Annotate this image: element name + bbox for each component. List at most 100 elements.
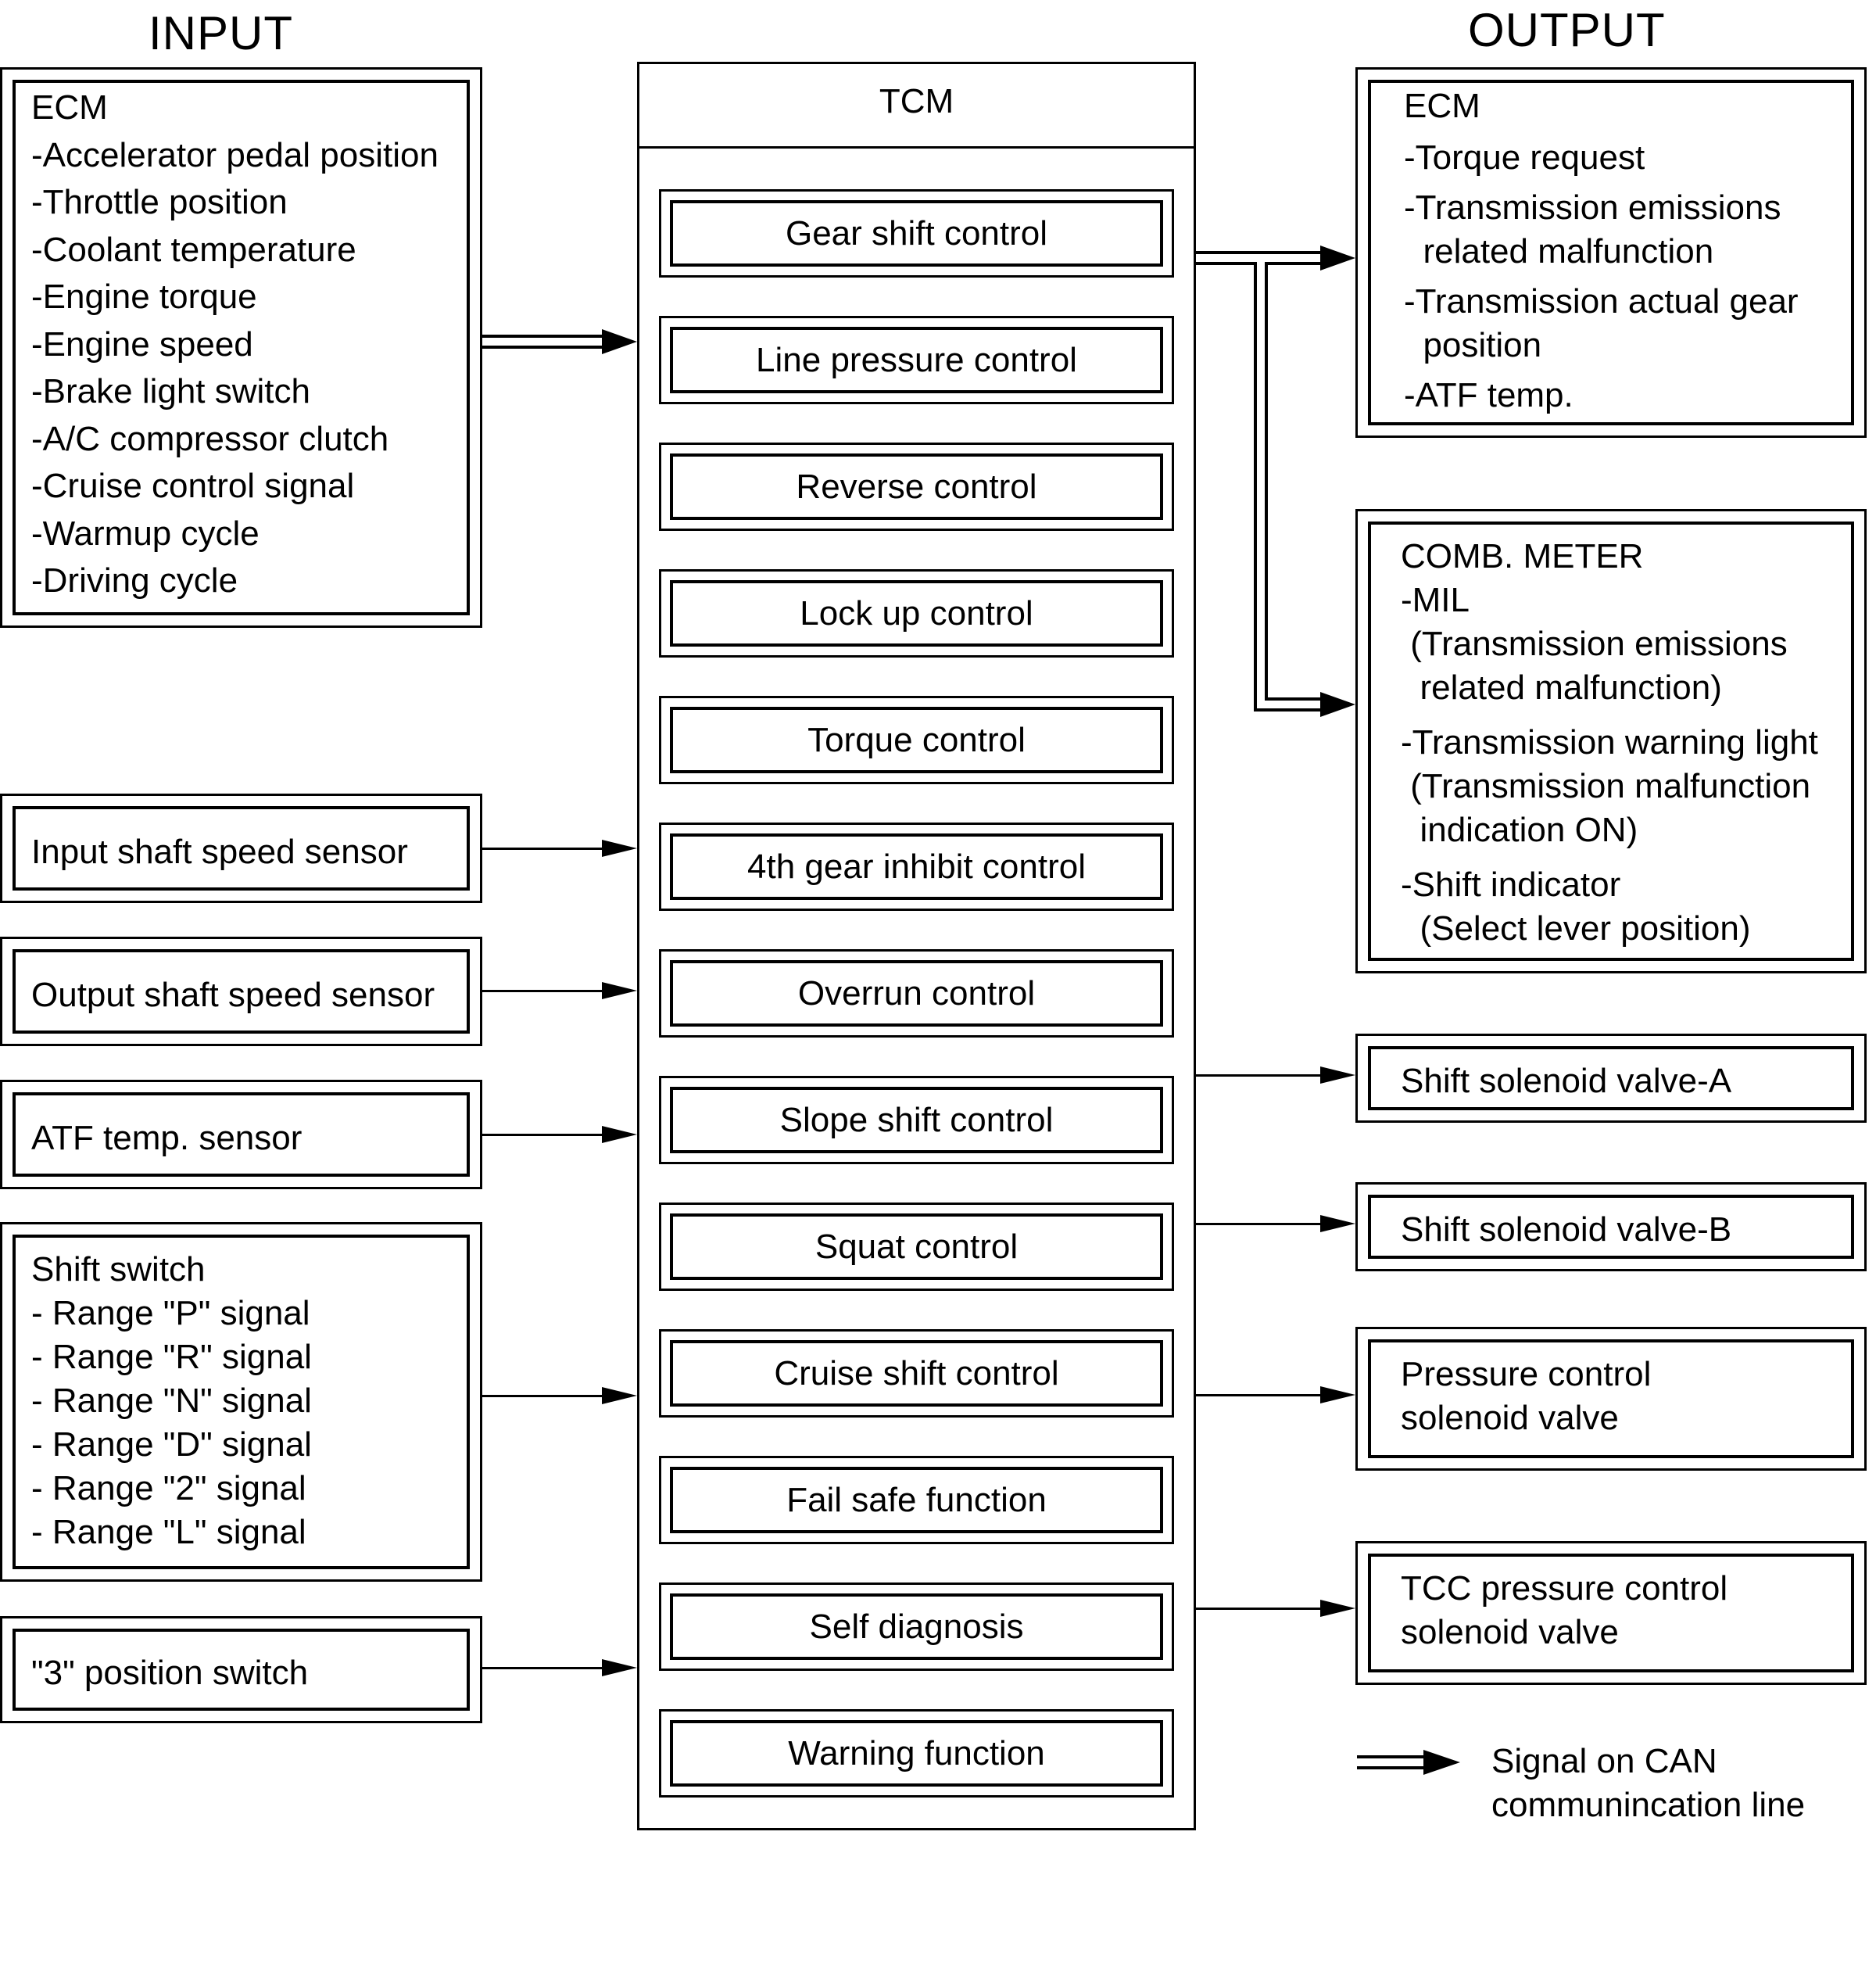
output-shaft-speed-sensor-box <box>0 937 482 1046</box>
can-line-ecm-to-tcm <box>482 346 602 349</box>
tcm-function-label: Torque control <box>807 720 1026 759</box>
can-line-tcm-to-comb-meter <box>1254 262 1257 712</box>
tcm-function-box: Gear shift control <box>659 189 1174 278</box>
arrowhead <box>1320 1066 1355 1084</box>
comb-meter-line: -MIL <box>1401 581 1470 619</box>
shift-solenoid-b-box <box>1355 1182 1867 1271</box>
comb-meter-line: (Select lever position) <box>1401 909 1751 948</box>
arrowhead <box>602 1387 637 1404</box>
can-line-tcm-to-ecm <box>1196 262 1254 265</box>
tcm-function-box: Squat control <box>659 1203 1174 1291</box>
output-ecm-line: ECM <box>1404 87 1480 125</box>
tcm-function-box: Slope shift control <box>659 1076 1174 1164</box>
tcm-function-label: Cruise shift control <box>774 1353 1059 1393</box>
shift-solenoid-a-label: Shift solenoid valve-A <box>1401 1062 1732 1100</box>
can-line-tcm-to-ecm <box>1196 251 1320 254</box>
tcm-function-box: Overrun control <box>659 949 1174 1038</box>
input-ecm-item: -Accelerator pedal position <box>31 135 439 174</box>
tcm-function-label: Fail safe function <box>786 1480 1047 1519</box>
input-shaft-speed-sensor-label: Input shaft speed sensor <box>31 833 408 871</box>
tcc-pressure-control-solenoid-text: TCC pressure control solenoid valve <box>1401 1567 1727 1654</box>
output-ecm-box <box>1355 67 1867 438</box>
shift-switch-item: - Range "P" signal <box>31 1294 310 1332</box>
comb-meter-box <box>1355 509 1867 973</box>
pressure-control-solenoid-line: Pressure control <box>1401 1355 1652 1393</box>
comb-meter-line: -Shift indicator <box>1401 866 1621 904</box>
shift-switch-box <box>0 1222 482 1582</box>
tcm-function-box: Cruise shift control <box>659 1329 1174 1418</box>
input-ecm-item: -Driving cycle <box>31 561 238 600</box>
pressure-control-solenoid-line: solenoid valve <box>1401 1399 1619 1437</box>
comb-meter-line: related malfunction) <box>1401 668 1722 707</box>
input-ecm-box <box>0 67 482 628</box>
input-arrow-line <box>482 1134 602 1136</box>
input-ecm-item: -Engine speed <box>31 324 253 364</box>
output-ecm-line: related malfunction <box>1404 232 1714 271</box>
input-ecm-item: -Throttle position <box>31 183 288 221</box>
shift-switch-item: - Range "2" signal <box>31 1469 306 1507</box>
input-ecm-text: ECM -Accelerator pedal position -Throttl… <box>31 84 439 605</box>
arrowhead <box>602 982 637 999</box>
tcm-function-box: Fail safe function <box>659 1456 1174 1544</box>
output-heading: OUTPUT <box>1468 4 1666 56</box>
shift-switch-item: - Range "R" signal <box>31 1338 312 1376</box>
pressure-control-solenoid-box <box>1355 1327 1867 1471</box>
tcm-function-label: Reverse control <box>796 467 1037 506</box>
legend-can-symbol <box>1357 1755 1423 1758</box>
tcm-title: TCM <box>879 82 954 120</box>
arrowhead <box>1320 1600 1355 1617</box>
legend-text: Signal on CAN communincation line <box>1491 1740 1805 1827</box>
output-arrow-line <box>1196 1223 1320 1225</box>
tcm-box <box>637 62 1196 1830</box>
tcm-function-box: Self diagnosis <box>659 1583 1174 1671</box>
atf-temp-sensor-box <box>0 1080 482 1189</box>
input-ecm-item: -Engine torque <box>31 278 257 316</box>
arrowhead <box>602 329 637 354</box>
arrowhead <box>1423 1750 1460 1775</box>
tcm-function-box: Reverse control <box>659 443 1174 531</box>
arrowhead <box>602 1126 637 1143</box>
shift-switch-item: - Range "L" signal <box>31 1513 306 1551</box>
input-ecm-item: -Cruise control signal <box>31 467 355 505</box>
input-shaft-speed-sensor-box <box>0 794 482 903</box>
can-line-tcm-to-comb-meter <box>1265 262 1268 701</box>
tcc-pressure-control-solenoid-line: solenoid valve <box>1401 1613 1619 1651</box>
tcm-function-box: Line pressure control <box>659 316 1174 404</box>
input-ecm-item: -Warmup cycle <box>31 514 260 553</box>
position-3-switch-box <box>0 1616 482 1723</box>
comb-meter-line: -Transmission warning light <box>1401 723 1818 762</box>
tcm-function-label: Self diagnosis <box>809 1607 1024 1646</box>
input-arrow-line <box>482 1395 602 1397</box>
input-heading: INPUT <box>149 7 293 59</box>
can-line-tcm-to-comb-meter <box>1254 708 1320 712</box>
tcm-function-box: Lock up control <box>659 569 1174 658</box>
output-ecm-line: -Transmission actual gear <box>1404 282 1799 321</box>
shift-switch-item: - Range "D" signal <box>31 1425 312 1464</box>
arrowhead <box>1320 1215 1355 1232</box>
can-line-ecm-to-tcm <box>482 335 602 338</box>
shift-solenoid-a-box <box>1355 1034 1867 1123</box>
input-ecm-item: -Brake light switch <box>31 372 311 410</box>
input-ecm-item: -Coolant temperature <box>31 230 356 269</box>
output-ecm-text: ECM -Torque request -Transmission emissi… <box>1404 84 1799 418</box>
tcm-function-label: Slope shift control <box>779 1100 1054 1139</box>
can-line-tcm-to-comb-meter <box>1265 697 1320 701</box>
shift-switch-item: - Range "N" signal <box>31 1382 312 1420</box>
tcm-function-label: Line pressure control <box>756 340 1077 379</box>
input-arrow-line <box>482 990 602 992</box>
arrowhead <box>1320 1386 1355 1403</box>
arrowhead <box>1320 246 1355 271</box>
tcm-function-label: Gear shift control <box>785 213 1048 253</box>
output-ecm-line: -Torque request <box>1404 138 1645 177</box>
tcm-function-label: Warning function <box>788 1733 1045 1772</box>
legend-can-symbol <box>1357 1766 1423 1769</box>
output-arrow-line <box>1196 1394 1320 1396</box>
tcm-function-box: Torque control <box>659 696 1174 784</box>
tcm-function-label: Lock up control <box>800 593 1033 633</box>
arrowhead <box>602 840 637 857</box>
shift-solenoid-b-label: Shift solenoid valve-B <box>1401 1210 1732 1249</box>
shift-switch-text: Shift switch - Range "P" signal - Range … <box>31 1248 312 1554</box>
position-3-switch-label: "3" position switch <box>31 1654 309 1692</box>
